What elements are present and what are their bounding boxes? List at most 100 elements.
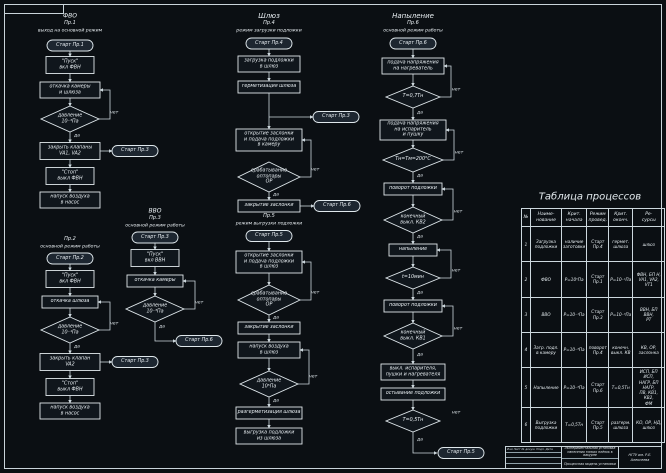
titleblock-columns: Изм Лист № докум. Подп. Дата	[506, 447, 561, 453]
table-cell: Старт Пр.4	[586, 225, 610, 263]
flow-edge	[99, 88, 111, 120]
process-node	[45, 270, 95, 288]
table-cell: P=10⁻³Па	[560, 367, 588, 408]
process-node	[39, 142, 101, 160]
flow-edge	[443, 128, 455, 161]
table-cell: 3	[521, 296, 531, 333]
table-cell: ФВН, БП Н, VA1, VA2, VT1	[632, 261, 666, 298]
decision-node	[384, 85, 442, 109]
table-cell: ВВО	[530, 296, 562, 333]
process-node	[39, 81, 101, 99]
titleblock-row	[506, 453, 561, 458]
process-table-title: Таблица процессов	[538, 191, 642, 203]
table-cell: Старт Пр.6	[586, 367, 610, 408]
table-cell: КВ, ОР, заслонка	[632, 331, 666, 369]
flow-edge	[441, 304, 454, 337]
table-cell: Наиме- нование	[530, 208, 562, 227]
process-node	[379, 119, 447, 141]
process-node	[380, 363, 446, 381]
branch-label-no: нет	[194, 300, 204, 306]
decision-node	[384, 266, 442, 290]
titleblock-revision-grid: Изм Лист № докум. Подп. Дата	[506, 447, 562, 468]
table-cell: Загрузка подложки	[530, 225, 562, 263]
branch-label-no: нет	[453, 326, 463, 332]
table-cell: Выгрузка подложки	[530, 406, 562, 444]
branch-label-no: нет	[451, 87, 461, 93]
process-node	[45, 56, 95, 74]
titleblock-row	[506, 464, 561, 469]
decision-node	[124, 295, 186, 323]
process-node	[235, 427, 303, 445]
table-cell: разгерм. шлюза	[608, 406, 634, 444]
branch-label-no: нет	[453, 209, 463, 215]
process-node	[235, 250, 303, 274]
process-node	[388, 243, 438, 257]
branch-label-no: нет	[109, 110, 119, 116]
flow-edge	[154, 322, 177, 343]
table-cell: шлюз	[632, 225, 666, 263]
table-cell: гермет. шлюза	[608, 225, 634, 263]
terminator-node	[389, 37, 437, 50]
decision-node	[236, 284, 302, 316]
title-block: Изм Лист № докум. Подп. Дата Эксперимент…	[505, 446, 662, 469]
process-node	[237, 80, 301, 94]
branch-label-no: нет	[451, 268, 461, 274]
process-node	[237, 321, 301, 335]
branch-label-yes: да	[273, 315, 279, 321]
table-cell: 2	[521, 261, 531, 298]
table-cell: Режим провед.	[586, 208, 610, 227]
flow-edge	[300, 138, 312, 178]
terminator-node	[46, 39, 94, 52]
terminator-node	[131, 231, 179, 244]
terminator-node	[245, 37, 293, 50]
table-cell: наличие заготовки	[560, 225, 588, 263]
table-cell: P=10⁵Па	[560, 261, 588, 298]
table-cell: Старт Пр.1	[586, 261, 610, 298]
flow-edge	[300, 260, 312, 301]
process-node	[237, 341, 301, 359]
flow-edge	[298, 348, 310, 385]
branch-label-no: нет	[454, 150, 464, 156]
table-cell: поворот Пр.4	[586, 331, 610, 369]
terminator-node	[46, 252, 94, 265]
node-shape-group	[39, 37, 485, 459]
titleblock-organization: НГТУ им. Р.Е. Алексеева	[628, 453, 652, 462]
process-node	[130, 249, 180, 267]
edge-group	[68, 49, 455, 455]
titleblock-row	[506, 458, 561, 464]
table-cell: Ре- сурсы	[632, 208, 666, 227]
table-cell: №	[521, 208, 531, 227]
titleblock-name-cells: Экспериментальная установка нанесения то…	[562, 446, 619, 468]
branch-label-yes: да	[417, 173, 423, 179]
table-cell: КО, ОР, НД, шлюз	[632, 406, 666, 444]
branch-label-yes: да	[273, 192, 279, 198]
terminator-node	[245, 230, 293, 242]
process-node	[45, 378, 95, 396]
branch-label-no: нет	[109, 321, 119, 327]
process-node	[237, 199, 301, 213]
table-cell: P=10⁻¹Па	[560, 296, 588, 333]
table-cell: 6	[521, 406, 531, 444]
flow-edge	[97, 300, 111, 331]
table-cell: 4	[521, 331, 531, 369]
table-cell: Старт Пр.5	[586, 406, 610, 444]
table-cell: Напыление	[530, 367, 562, 408]
process-node	[39, 402, 101, 420]
terminator-node	[111, 356, 159, 368]
branch-label-yes: да	[417, 110, 423, 116]
branch-label-no: нет	[308, 374, 318, 380]
decision-node	[238, 370, 300, 398]
titleblock-doc-title: Экспериментальная установка нанесения то…	[562, 446, 618, 460]
flow-edge	[412, 432, 438, 455]
decision-node	[382, 322, 444, 350]
table-cell: 1	[521, 225, 531, 263]
decision-node	[39, 316, 101, 344]
